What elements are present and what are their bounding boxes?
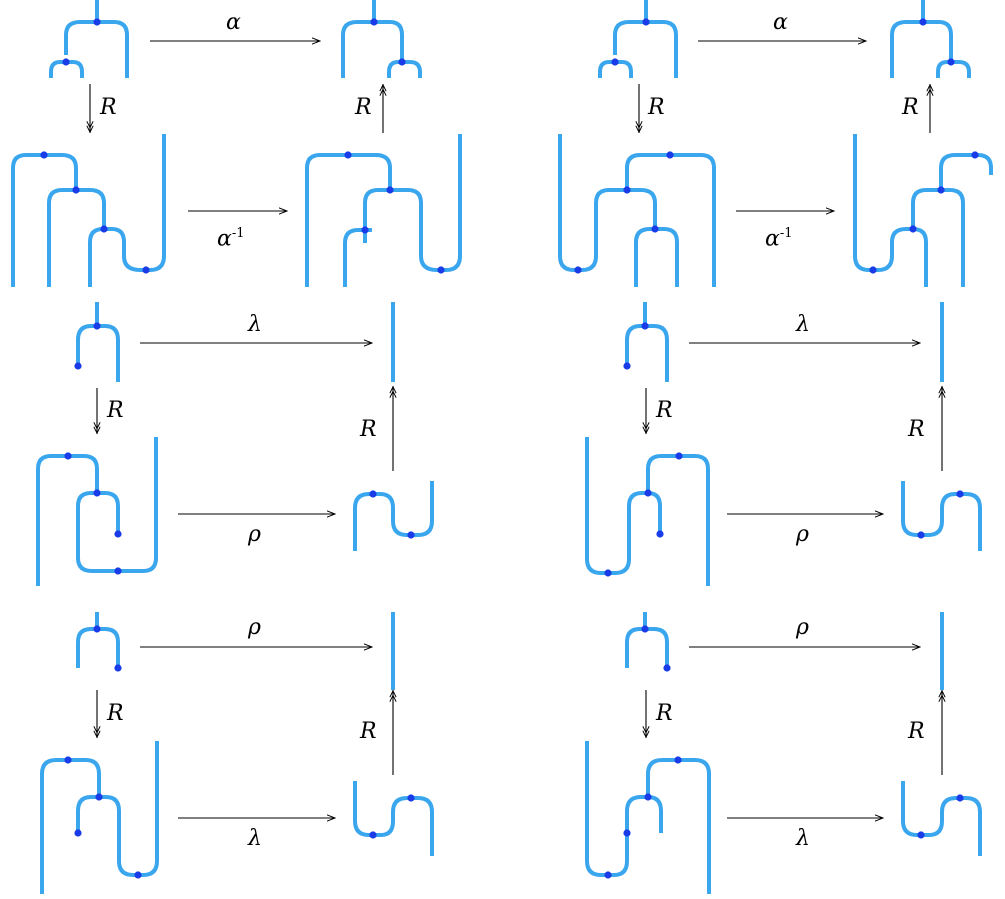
label-rho: ρ [796, 615, 809, 640]
label-alpha-inverse: α-1 [217, 227, 245, 250]
label-alpha: α [226, 10, 241, 35]
label-lambda: λ [248, 826, 262, 851]
label-R: R [360, 417, 377, 442]
label-rho: ρ [248, 615, 261, 640]
label-R: R [360, 719, 377, 744]
label-R: R [908, 417, 925, 442]
label-R: R [107, 398, 124, 423]
label-alpha-inverse-base: α [217, 226, 232, 252]
label-rho: ρ [796, 522, 809, 547]
label-lambda: λ [796, 312, 810, 337]
label-R: R [100, 95, 117, 120]
label-R: R [355, 95, 372, 120]
label-R: R [902, 95, 919, 120]
label-rho: ρ [248, 522, 261, 547]
label-R: R [648, 95, 665, 120]
arrows [90, 41, 942, 818]
label-alpha-inverse: α-1 [765, 227, 793, 250]
label-R: R [107, 701, 124, 726]
label-lambda: λ [796, 826, 810, 851]
label-lambda: λ [248, 312, 262, 337]
inverse-exponent: -1 [231, 226, 245, 241]
label-R: R [908, 719, 925, 744]
nodes [40, 18, 979, 879]
label-alpha: α [773, 10, 788, 35]
strands [11, 0, 993, 894]
label-R: R [656, 398, 673, 423]
label-alpha-inverse-base: α [765, 226, 780, 252]
label-R: R [656, 701, 673, 726]
inverse-exponent: -1 [779, 226, 793, 241]
